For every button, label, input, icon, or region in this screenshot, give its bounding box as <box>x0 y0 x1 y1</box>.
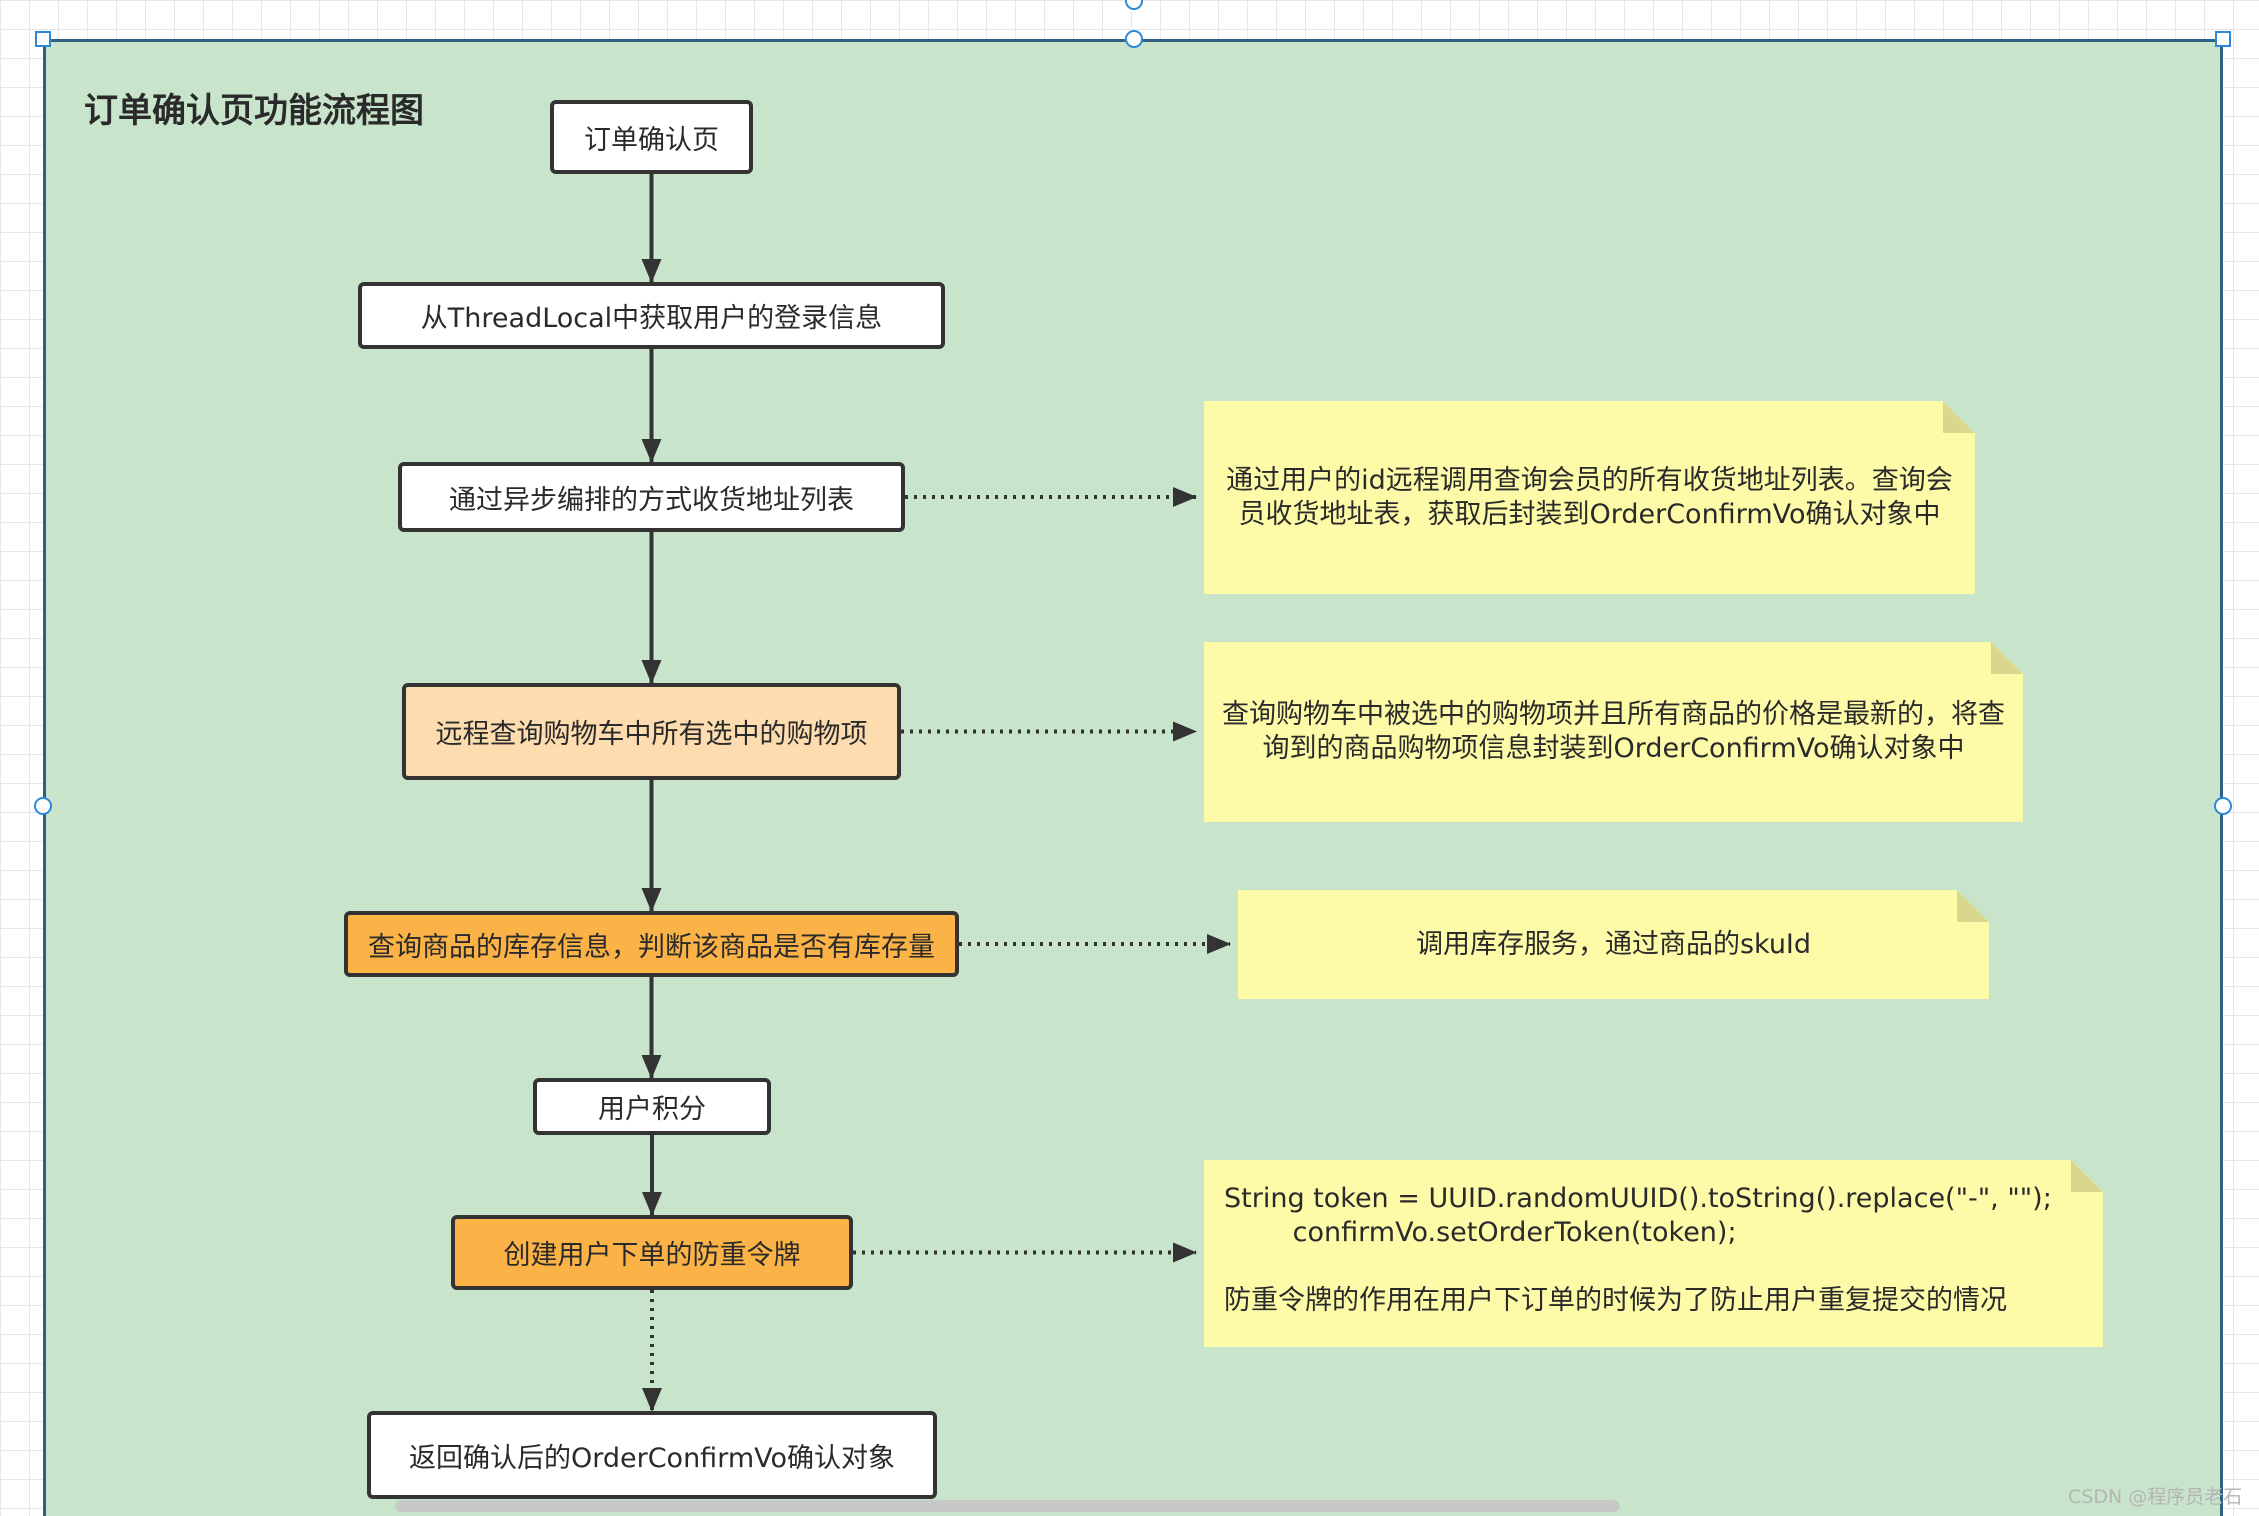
note-token[interactable]: String token = UUID.randomUUID().toStrin… <box>1204 1160 2103 1347</box>
note-cart-text: 查询购物车中被选中的购物项并且所有商品的价格是最新的，将查 询到的商品购物项信息… <box>1222 699 2005 764</box>
resize-handle-top-right[interactable] <box>2215 31 2231 47</box>
note-stock[interactable]: 调用库存服务，通过商品的skuId <box>1238 890 1989 999</box>
node-stock-label: 查询商品的库存信息，判断该商品是否有库存量 <box>368 931 935 963</box>
diagram-title: 订单确认页功能流程图 <box>84 91 424 131</box>
node-token[interactable]: 创建用户下单的防重令牌 <box>451 1215 853 1290</box>
note-cart[interactable]: 查询购物车中被选中的购物项并且所有商品的价格是最新的，将查 询到的商品购物项信息… <box>1204 642 2023 822</box>
node-start[interactable]: 订单确认页 <box>550 100 753 174</box>
note-stock-text: 调用库存服务，通过商品的skuId <box>1415 928 1812 960</box>
note-token-text: String token = UUID.randomUUID().toStrin… <box>1224 1183 2052 1316</box>
node-address-label: 通过异步编排的方式收货地址列表 <box>449 484 854 516</box>
node-login[interactable]: 从ThreadLocal中获取用户的登录信息 <box>358 282 945 349</box>
resize-handle-top-left[interactable] <box>35 31 51 47</box>
resize-handle-left[interactable] <box>34 797 52 815</box>
node-points-label: 用户积分 <box>598 1094 706 1125</box>
node-login-label: 从ThreadLocal中获取用户的登录信息 <box>420 303 883 334</box>
note-address[interactable]: 通过用户的id远程调用查询会员的所有收货地址列表。查询会 员收货地址表，获取后封… <box>1204 401 1975 594</box>
node-result[interactable]: 返回确认后的OrderConfirmVo确认对象 <box>367 1411 937 1499</box>
resize-handle-right[interactable] <box>2214 797 2232 815</box>
node-stock[interactable]: 查询商品的库存信息，判断该商品是否有库存量 <box>344 911 959 977</box>
node-cart-label: 远程查询购物车中所有选中的购物项 <box>435 719 868 750</box>
note-address-text: 通过用户的id远程调用查询会员的所有收货地址列表。查询会 员收货地址表，获取后封… <box>1226 464 1953 530</box>
horizontal-scrollbar[interactable] <box>395 1500 1620 1512</box>
node-token-label: 创建用户下单的防重令牌 <box>503 1240 801 1271</box>
node-start-label: 订单确认页 <box>584 124 719 156</box>
node-cart[interactable]: 远程查询购物车中所有选中的购物项 <box>402 683 901 780</box>
node-points[interactable]: 用户积分 <box>533 1078 771 1135</box>
node-address[interactable]: 通过异步编排的方式收货地址列表 <box>398 462 905 532</box>
rotate-handle[interactable] <box>1125 0 1143 10</box>
watermark: CSDN @程序员老石 <box>2068 1486 2243 1508</box>
resize-handle-top[interactable] <box>1125 30 1143 48</box>
node-result-label: 返回确认后的OrderConfirmVo确认对象 <box>408 1442 896 1474</box>
